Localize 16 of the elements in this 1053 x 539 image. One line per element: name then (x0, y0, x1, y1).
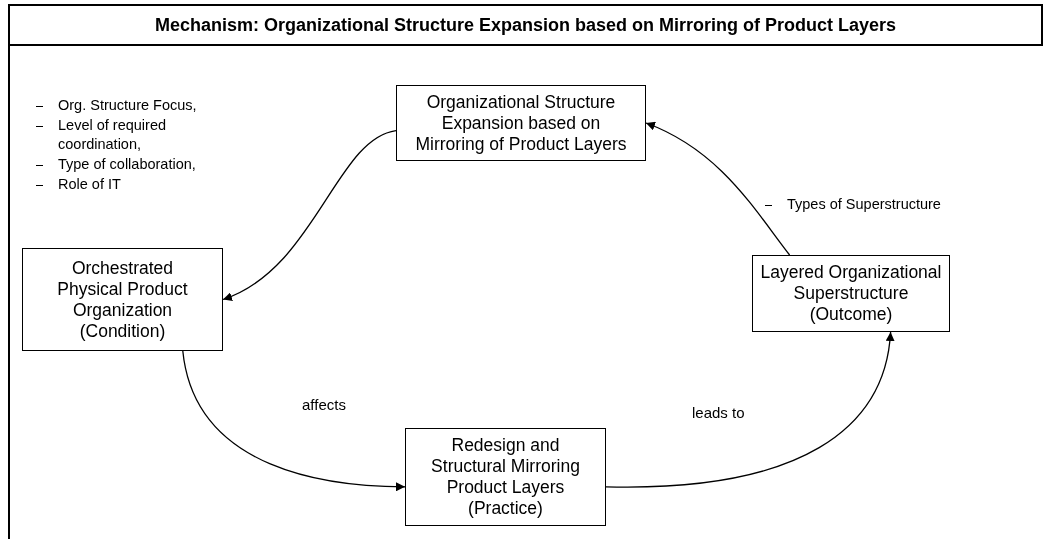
bullet-text: Types of Superstructure (787, 195, 942, 214)
edge-label: affects (300, 396, 348, 413)
process-box: Orchestrated Physical Product Organization (Condition) (22, 248, 223, 351)
diagram-title: Mechanism: Organizational Structure Expansion based on Mirroring of Product Layers (8, 4, 1043, 46)
bullet-text: Type of collaboration, (58, 155, 197, 174)
process-box: Layered Organizational Superstructure (Outcome) (752, 255, 950, 332)
edge-label: leads to (690, 404, 747, 421)
curved-arrow (182, 350, 406, 492)
bullet-text: Level of required coordination, (58, 116, 167, 154)
curved-arrow (605, 331, 894, 488)
process-box: Redesign and Structural Mirroring Product Layers (Practice) (405, 428, 606, 526)
curved-arrow (645, 122, 791, 256)
bullet-text: Role of IT (58, 175, 122, 194)
process-box: Organizational Structure Expansion based on Mirroring of Product Layers (396, 85, 646, 161)
bullet-text: Org. Structure Focus, (58, 96, 198, 115)
curved-arrow (222, 129, 397, 301)
